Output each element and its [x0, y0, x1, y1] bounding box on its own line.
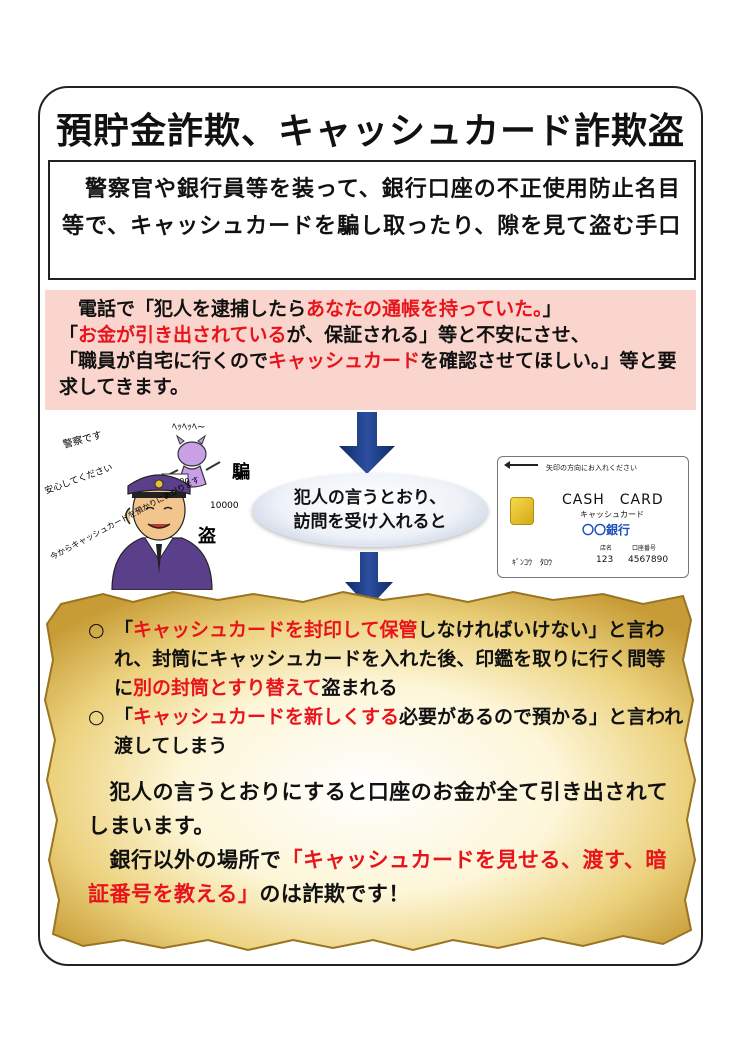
- card-bank-name: 〇〇銀行: [582, 523, 631, 537]
- closing-line-2: 銀行以外の場所で「キャッシュカードを見せる、渡す、暗証番号を教える」のは詐欺です…: [88, 843, 684, 911]
- phone-call-red-2: お金が引き出されている: [78, 324, 287, 346]
- phone-call-text-2-start: 「: [59, 324, 79, 346]
- kanji-deceive: 騙: [232, 461, 250, 483]
- closing-2-end: のは詐欺です！: [259, 882, 410, 906]
- summary-box: 警察官や銀行員等を装って、銀行口座の不正使用防止名目等で、キャッシュカードを騙し…: [48, 160, 696, 280]
- page-frame: [38, 86, 703, 966]
- bullet-circle-icon: ○: [88, 619, 105, 641]
- card-account-number: 4567890: [628, 555, 669, 565]
- bullet-2-start: 「: [114, 706, 134, 728]
- phone-call-box: 電話で「犯人を逮捕したらあなたの通帳を持っていた。」 「お金が引き出されているが…: [45, 290, 696, 410]
- speech-reassure: 安心してください: [43, 461, 114, 497]
- bullet-2-end: 必要があるので預かる」と言われ渡してしまう: [114, 706, 684, 757]
- phone-call-text-1: 電話で「犯人を逮捕したら: [59, 298, 307, 320]
- page-title: 預貯金詐欺、キャッシュカード詐欺盗: [55, 111, 685, 152]
- bullet-1-end: 盗まれる: [321, 677, 398, 699]
- cash-card-illustration: 矢印の方向にお入れください CASH CARD キャッシュカード 〇〇銀行 店名…: [497, 456, 689, 578]
- phone-call-text-1-end: 」: [542, 298, 562, 320]
- visit-callout-line-1: 犯人の言うとおり、: [293, 488, 447, 508]
- phone-call-red-3: キャッシュカード: [268, 350, 421, 372]
- card-insert-hint: 矢印の方向にお入れください: [546, 464, 637, 472]
- down-arrow-icon: [339, 412, 395, 474]
- card-account-label: 口座番号: [632, 545, 657, 552]
- closing-warning: 犯人の言うとおりにすると口座のお金が全て引き出されてしまいます。 銀行以外の場所…: [88, 775, 684, 911]
- card-cash-card-label: CASH CARD: [562, 492, 664, 508]
- closing-line-1: 犯人の言うとおりにすると口座のお金が全て引き出されてしまいます。: [88, 780, 669, 838]
- card-holder-name: ｷﾞﾝｺｳ ﾀﾛｳ: [512, 558, 552, 567]
- summary-text: 警察官や銀行員等を装って、銀行口座の不正使用防止名目等で、キャッシュカードを騙し…: [62, 177, 682, 239]
- bullet-seal-card: ○ 「キャッシュカードを封印して保管しなければいけない」と言われ、封筒にキャッシュ…: [88, 616, 684, 703]
- visit-callout-line-2: 訪問を受け入れると: [293, 512, 447, 532]
- parchment-scroll-background: [43, 590, 697, 952]
- police-impersonator-illustration: 10000 ﾍｯﾍｯﾍ~ 騙 10000 盗 警察です 安心してください 今から…: [43, 422, 250, 590]
- phone-call-text-2-end: が、保証される」等と不安にさせ、: [286, 324, 590, 346]
- insert-arrow-icon: [504, 461, 538, 469]
- police-officer-icon: [111, 474, 213, 590]
- devil-laugh-text: ﾍｯﾍｯﾍ~: [172, 422, 205, 433]
- bullet-1-mid: しなければいけない」と言われ、封筒にキャッシュカードを入れた後、印鑑を取りに行く…: [114, 619, 666, 699]
- bullet-1-start: 「: [114, 619, 134, 641]
- bullet-1-red-2: 別の封筒とすり替えて: [133, 677, 322, 699]
- closing-2-start: 銀行以外の場所で: [88, 848, 282, 872]
- scroll-content: ○「キャッシュカードを封印して保管しなければいけない」と言われ、封筒にキャッシュ…: [88, 616, 684, 911]
- card-branch-number: 123: [596, 555, 614, 565]
- closing-2-red: 「キャッシュカードを見せる、渡す、暗証番号を教える」: [88, 848, 667, 906]
- card-kana-label: キャッシュカード: [580, 510, 644, 519]
- bullet-1-red-1: キャッシュカードを封印して保管: [133, 619, 418, 641]
- phone-call-text-3-start: 「職員が自宅に行くので: [59, 350, 269, 372]
- visit-callout: 犯人の言うとおり、 訪問を受け入れると: [252, 473, 488, 547]
- card-branch-label: 店名: [600, 545, 613, 552]
- bullet-circle-icon-2: ○: [88, 706, 105, 728]
- money-note-text-2: 10000: [210, 501, 239, 511]
- phone-call-text-3-end: を確認させてほしい。」等と要求してきます。: [59, 350, 677, 398]
- bullet-new-card: ○ 「キャッシュカードを新しくする必要があるので預かる」と言われ渡してしまう: [88, 703, 684, 761]
- speech-police: 警察です: [61, 428, 103, 451]
- phone-call-red-1: あなたの通帳を持っていた。: [306, 298, 543, 320]
- card-chip-icon: [510, 497, 534, 525]
- bullet-2-red: キャッシュカードを新しくする: [133, 706, 400, 728]
- kanji-steal: 盗: [198, 525, 216, 547]
